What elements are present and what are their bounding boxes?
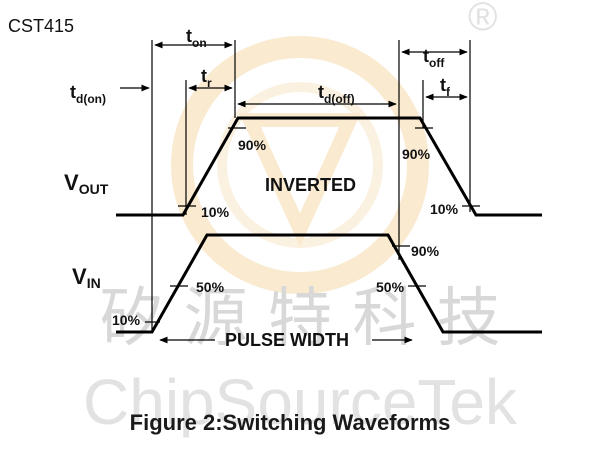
vout-label: VOUT bbox=[64, 170, 109, 197]
t-on-label: ton bbox=[186, 26, 207, 50]
pct-label-vin-10: 10% bbox=[112, 312, 141, 328]
pct-label-vin-50: 50% bbox=[196, 279, 225, 295]
t-f-label: tf bbox=[440, 75, 451, 99]
vout-waveform bbox=[116, 116, 542, 217]
t-don-label: td(on) bbox=[70, 82, 106, 106]
watermark-logo-icon bbox=[171, 36, 429, 294]
pct-label-vout-10-fall: 10% bbox=[430, 201, 459, 217]
pct-label-vin-50-fall: 50% bbox=[376, 279, 405, 295]
t-doff-label: td(off) bbox=[318, 82, 355, 106]
vin-waveform bbox=[116, 233, 542, 334]
watermark-english-text: ChipSourceTek bbox=[83, 366, 518, 438]
watermark-chinese-text: 矽 源 特 科 技 bbox=[99, 282, 500, 356]
brand-label: CST415 bbox=[8, 16, 74, 36]
figure-caption: Figure 2:Switching Waveforms bbox=[130, 410, 451, 435]
pct-label-vout-90: 90% bbox=[238, 137, 267, 153]
pulse-width-label: PULSE WIDTH bbox=[225, 330, 349, 350]
vin-label: VIN bbox=[72, 264, 101, 291]
inverted-label: INVERTED bbox=[265, 175, 356, 195]
t-r-label: tr bbox=[201, 66, 212, 90]
t-off-label: toff bbox=[423, 46, 445, 70]
pct-label-vout-90-fall: 90% bbox=[402, 146, 431, 162]
pct-label-vout-10: 10% bbox=[201, 204, 230, 220]
registered-mark: ® bbox=[468, 0, 497, 39]
pct-label-vin-90-fall: 90% bbox=[411, 243, 440, 259]
